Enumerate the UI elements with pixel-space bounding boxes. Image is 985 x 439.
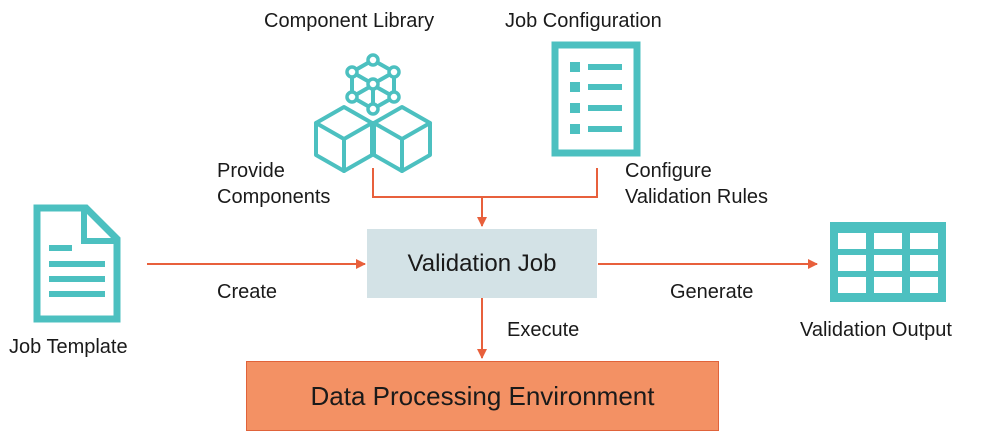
- validation-output-label: Validation Output: [800, 319, 952, 341]
- configure-line-2: Validation Rules: [625, 186, 769, 208]
- validation-job-box: Validation Job: [367, 229, 597, 298]
- provide-connector: [372, 168, 482, 198]
- job-template-label: Job Template: [9, 336, 128, 358]
- configure-line-1: Configure: [625, 160, 712, 182]
- provide-line-2: Components: [217, 186, 331, 208]
- generate-label: Generate: [670, 281, 754, 303]
- create-label: Create: [217, 281, 278, 303]
- provide-components-label: Provide Components: [217, 158, 330, 210]
- data-processing-environment-label: Data Processing Environment: [310, 380, 655, 411]
- document-icon: [33, 204, 121, 323]
- checklist-icon: [551, 41, 641, 157]
- job-configuration-label: Job Configuration: [505, 10, 662, 32]
- data-processing-environment-box: Data Processing Environment: [246, 361, 719, 431]
- validation-job-label: Validation Job: [407, 249, 557, 277]
- connectors: [147, 168, 818, 359]
- component-library-label: Component Library: [264, 10, 435, 32]
- cubes-icon: [314, 53, 432, 173]
- configure-connector: [482, 168, 598, 198]
- configure-validation-rules-label: Configure Validation Rules: [625, 158, 768, 210]
- provide-line-1: Provide: [217, 160, 285, 182]
- execute-label: Execute: [507, 319, 580, 341]
- table-grid-icon: [830, 222, 946, 302]
